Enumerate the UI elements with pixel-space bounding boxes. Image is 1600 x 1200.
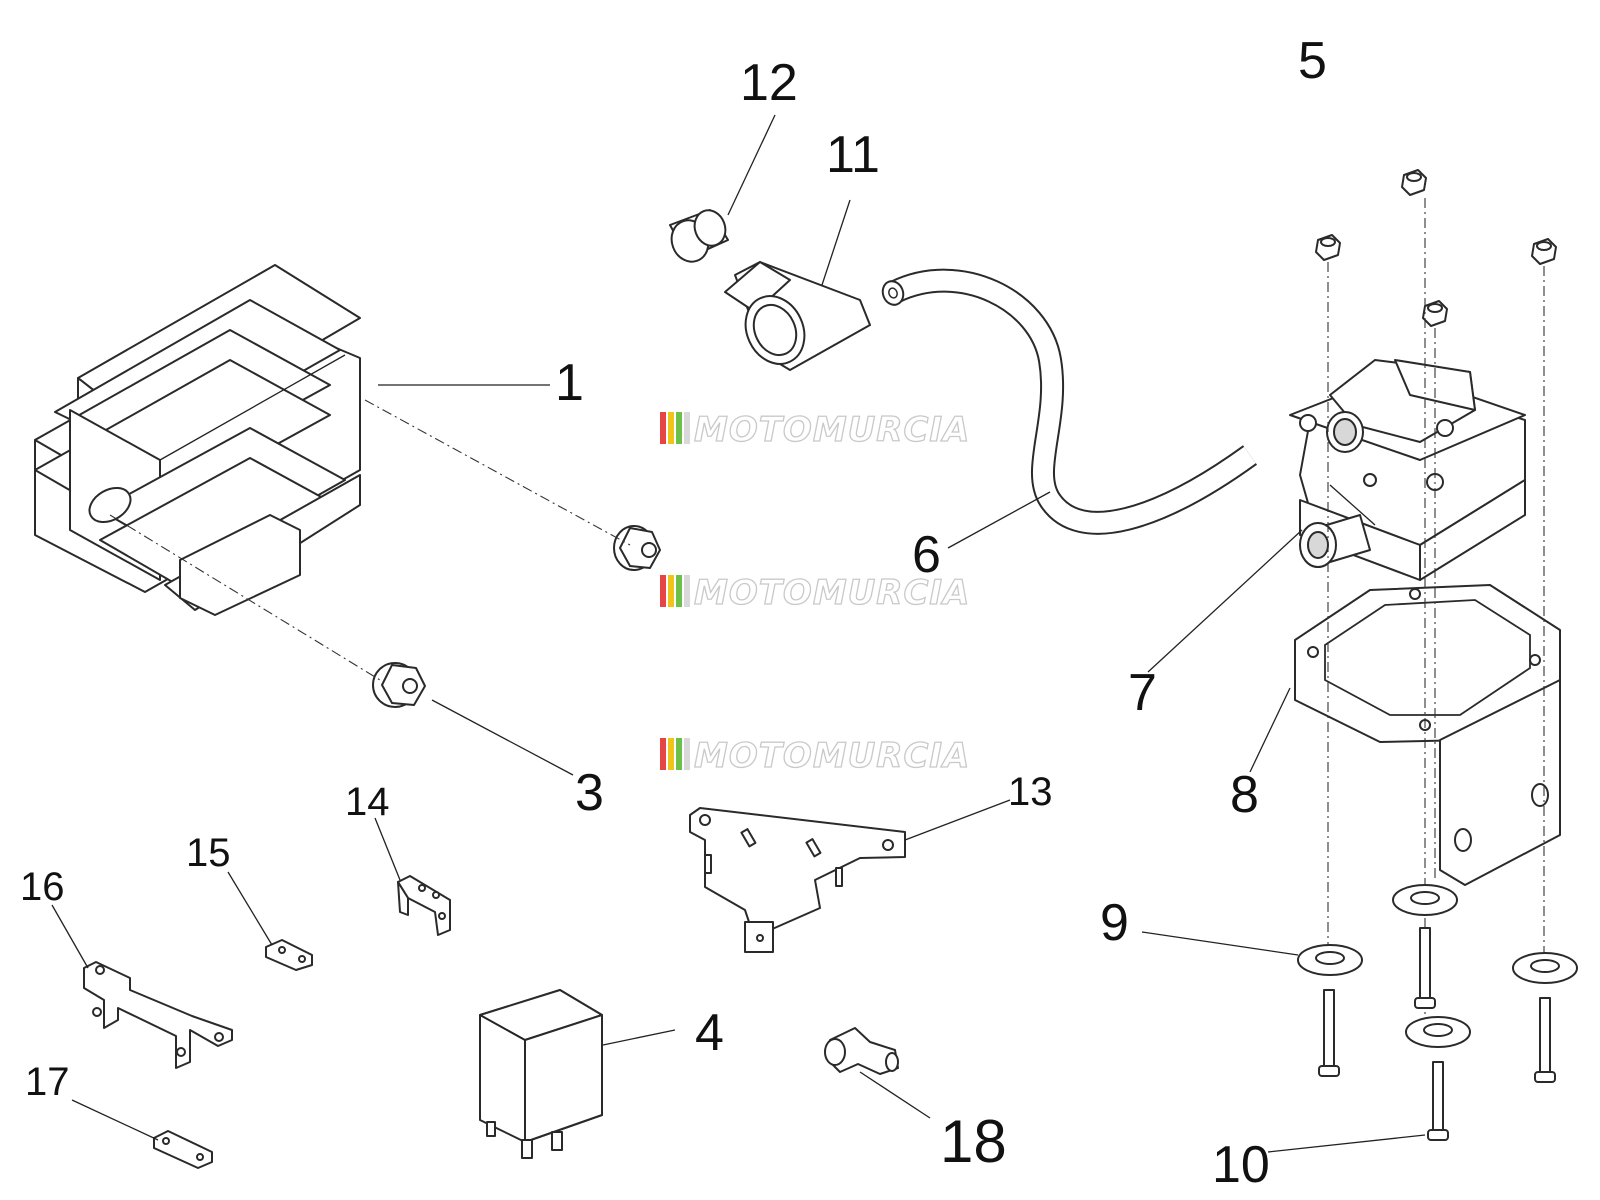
leader-6 bbox=[947, 491, 1051, 549]
leader-12 bbox=[727, 114, 776, 216]
leader-13 bbox=[904, 799, 1011, 841]
hex-nut-left[interactable] bbox=[1315, 234, 1341, 261]
leader-14 bbox=[374, 817, 401, 881]
callout-13: 13 bbox=[1008, 770, 1053, 814]
assembly-axis-upper bbox=[364, 399, 631, 546]
callout-18: 18 bbox=[940, 1108, 1007, 1175]
callout-9: 9 bbox=[1100, 894, 1129, 952]
hex-nut-middle[interactable] bbox=[1422, 300, 1448, 327]
callout-12: 12 bbox=[740, 54, 798, 112]
callout-1: 1 bbox=[555, 354, 584, 412]
callout-14: 14 bbox=[345, 780, 390, 824]
callout-6: 6 bbox=[912, 526, 941, 584]
small-bracket-part[interactable] bbox=[397, 875, 451, 936]
leader-4 bbox=[602, 1029, 676, 1046]
support-plate-part[interactable] bbox=[689, 807, 906, 953]
leader-lines bbox=[51, 114, 1426, 1153]
leader-10 bbox=[1267, 1134, 1426, 1153]
leader-18 bbox=[859, 1071, 931, 1119]
callout-16: 16 bbox=[20, 865, 65, 909]
leader-9 bbox=[1141, 931, 1299, 956]
screw-part-c[interactable] bbox=[1534, 997, 1556, 1083]
callout-15: 15 bbox=[186, 831, 231, 875]
screw-part-d[interactable] bbox=[1427, 1061, 1449, 1141]
hex-nut-part[interactable] bbox=[1401, 169, 1427, 196]
assembly-axis-lower bbox=[109, 514, 381, 681]
watermark-text: MOTOMURCIA bbox=[694, 573, 970, 613]
watermark-text: MOTOMURCIA bbox=[694, 736, 970, 776]
watermark-middle: MOTOMURCIA bbox=[660, 572, 970, 614]
flange-nut-upper[interactable] bbox=[613, 525, 661, 571]
washer-part-d[interactable] bbox=[1405, 1016, 1471, 1048]
callout-5: 5 bbox=[1298, 32, 1327, 90]
callout-4: 4 bbox=[695, 1004, 724, 1062]
flange-nut-lower[interactable] bbox=[372, 662, 426, 708]
callout-8: 8 bbox=[1230, 766, 1259, 824]
washer-part-a[interactable] bbox=[1297, 944, 1363, 976]
callout-3: 3 bbox=[575, 764, 604, 822]
leader-15 bbox=[227, 871, 273, 946]
leader-8 bbox=[1249, 687, 1291, 773]
washer-part-b[interactable] bbox=[1392, 884, 1458, 916]
screw-part-a[interactable] bbox=[1318, 989, 1340, 1077]
callout-17: 17 bbox=[25, 1060, 70, 1104]
watermark-text: MOTOMURCIA bbox=[694, 410, 970, 450]
callout-labels: 1 3 4 5 6 7 8 9 10 11 12 13 14 15 16 17 … bbox=[20, 32, 1327, 1194]
bent-bracket-part[interactable] bbox=[83, 961, 233, 1069]
leader-3 bbox=[431, 699, 574, 776]
hv-cable-part[interactable] bbox=[879, 268, 1258, 535]
leader-17 bbox=[71, 1099, 159, 1141]
ignition-coil-part[interactable] bbox=[1289, 359, 1526, 581]
flat-tab-part[interactable] bbox=[153, 1130, 213, 1169]
leader-11 bbox=[821, 199, 851, 286]
elbow-connector-part[interactable] bbox=[824, 1027, 899, 1075]
hex-nut-right[interactable] bbox=[1531, 238, 1557, 265]
tab-bracket-part[interactable] bbox=[265, 939, 313, 971]
coil-bracket-part[interactable] bbox=[1294, 584, 1561, 886]
voltage-regulator-part[interactable] bbox=[34, 264, 361, 616]
leader-7 bbox=[1147, 529, 1303, 673]
callout-11: 11 bbox=[826, 126, 880, 184]
callout-10: 10 bbox=[1212, 1136, 1270, 1194]
callout-7: 7 bbox=[1128, 664, 1157, 722]
screw-part-b[interactable] bbox=[1414, 927, 1436, 1009]
watermark-bottom: MOTOMURCIA bbox=[660, 735, 970, 777]
watermark-top: MOTOMURCIA bbox=[660, 409, 970, 451]
leader-16 bbox=[51, 904, 89, 969]
relay-part[interactable] bbox=[479, 989, 603, 1159]
cap-sleeve-part[interactable] bbox=[666, 206, 730, 267]
washer-part-c[interactable] bbox=[1512, 952, 1578, 984]
spark-plug-cap-part[interactable] bbox=[724, 261, 871, 374]
